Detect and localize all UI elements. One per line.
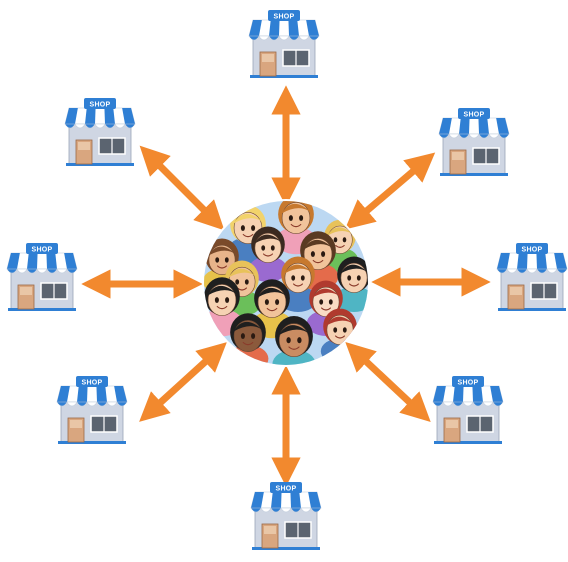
shop-sign xyxy=(268,10,300,21)
shop-awning xyxy=(432,385,504,407)
shop-door-panel xyxy=(446,420,458,428)
shop-base xyxy=(252,547,320,550)
shop-awning xyxy=(438,117,510,139)
shop-bottom-left: SHOP xyxy=(56,376,128,444)
shop-sign xyxy=(76,376,108,387)
person-7 xyxy=(334,256,368,313)
arrow-top-left xyxy=(139,145,225,231)
shop-awning xyxy=(248,19,320,41)
crowd-faces xyxy=(204,201,368,365)
shop-sign xyxy=(84,98,116,109)
shop-sign xyxy=(26,243,58,254)
shop-top: SHOP xyxy=(248,10,320,78)
shop-sign-label: SHOP xyxy=(89,102,110,109)
shop-awning xyxy=(250,491,322,513)
shop-door-panel xyxy=(264,526,276,534)
person-14 xyxy=(272,316,316,365)
shop-bottom-right: SHOP xyxy=(432,376,504,444)
shop-sign xyxy=(270,482,302,493)
person-2 xyxy=(275,201,317,255)
shop-sign-label: SHOP xyxy=(275,486,296,493)
shop-sign-label: SHOP xyxy=(521,247,542,254)
shop-door-panel xyxy=(78,142,90,150)
shop-base xyxy=(440,173,508,176)
shop-sign-label: SHOP xyxy=(31,247,52,254)
shop-door-panel xyxy=(70,420,82,428)
shop-awning xyxy=(6,252,78,274)
arrows-layer xyxy=(81,85,491,487)
shop-sign-label: SHOP xyxy=(457,380,478,387)
shop-base xyxy=(250,75,318,78)
shop-awning xyxy=(56,385,128,407)
shop-awning xyxy=(496,252,568,274)
shop-sign-label: SHOP xyxy=(273,14,294,21)
crowd-circle xyxy=(202,199,370,367)
shop-door-panel xyxy=(510,287,522,295)
shop-awning xyxy=(64,107,136,129)
shop-bottom: SHOP xyxy=(250,482,322,550)
shop-base xyxy=(8,308,76,311)
shop-sign xyxy=(516,243,548,254)
arrow-bottom-right xyxy=(345,341,431,423)
shop-sign xyxy=(452,376,484,387)
shop-base xyxy=(434,441,502,444)
shop-door-panel xyxy=(20,287,32,295)
shops-layer: SHOP SHOP SHOP SHOP SHOP SHOP SHOP SHOP xyxy=(6,10,568,550)
arrow-top-right xyxy=(344,152,436,230)
shop-sign xyxy=(458,108,490,119)
shop-door-panel xyxy=(262,54,274,62)
shop-right: SHOP xyxy=(496,243,568,311)
shop-base xyxy=(498,308,566,311)
shop-top-right: SHOP xyxy=(438,108,510,176)
shop-sign-label: SHOP xyxy=(81,380,102,387)
shop-left: SHOP xyxy=(6,243,78,311)
shop-base xyxy=(58,441,126,444)
shop-base xyxy=(66,163,134,166)
arrow-bottom-left xyxy=(139,342,227,422)
shop-top-left: SHOP xyxy=(64,98,136,166)
shop-door-panel xyxy=(452,152,464,160)
shop-sign-label: SHOP xyxy=(463,112,484,119)
